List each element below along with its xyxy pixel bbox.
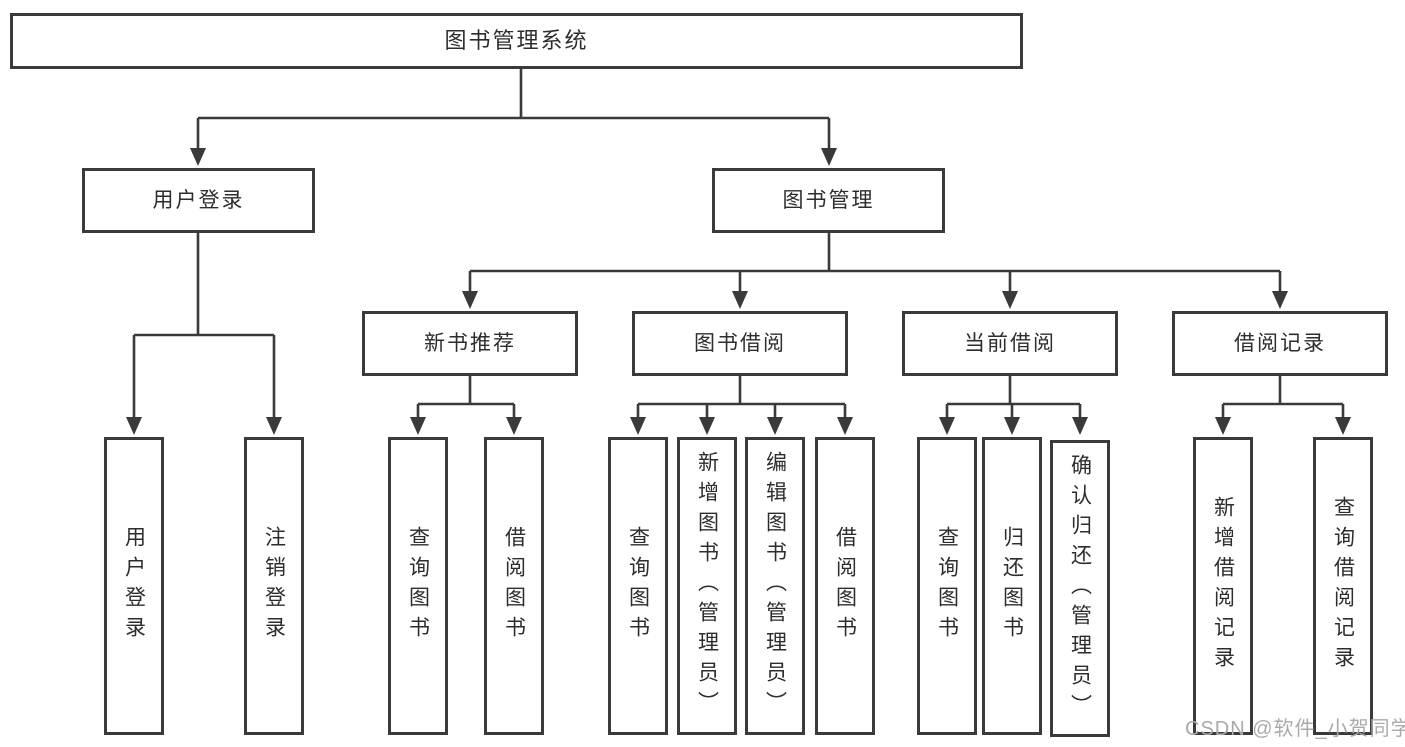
node-rec-borrow-books-label: 借阅图书	[502, 526, 526, 646]
node-user-login-branch-label: 用户登录	[152, 189, 245, 212]
node-br-query-record: 查询借阅记录	[1313, 437, 1373, 735]
node-bb-query-books-label: 查询图书	[626, 526, 650, 646]
node-cb-query-books: 查询图书	[917, 437, 977, 735]
node-cb-confirm-return-label: 确认归还（管理员）	[1068, 453, 1092, 724]
node-current-borrow: 当前借阅	[902, 311, 1118, 376]
node-leaf-logout-label: 注销登录	[262, 526, 286, 646]
node-book-borrow-label: 图书借阅	[694, 332, 786, 355]
node-current-borrow-label: 当前借阅	[964, 332, 1056, 355]
node-rec-borrow-books: 借阅图书	[484, 437, 544, 735]
node-book-borrow: 图书借阅	[632, 311, 848, 376]
node-book-mgmt-branch-label: 图书管理	[782, 189, 875, 212]
node-bb-edit-books-label: 编辑图书（管理员）	[763, 451, 787, 721]
node-cb-return-books: 归还图书	[982, 437, 1042, 735]
node-root: 图书管理系统	[10, 13, 1023, 69]
node-bb-edit-books: 编辑图书（管理员）	[745, 437, 805, 735]
node-bb-add-books-label: 新增图书（管理员）	[695, 451, 719, 721]
node-cb-query-books-label: 查询图书	[935, 526, 959, 646]
node-new-book-rec: 新书推荐	[362, 311, 578, 376]
node-borrow-record-label: 借阅记录	[1234, 332, 1326, 355]
node-cb-return-books-label: 归还图书	[1000, 526, 1024, 646]
node-rec-query-books: 查询图书	[388, 437, 448, 735]
node-br-add-record: 新增借阅记录	[1193, 437, 1253, 735]
node-bb-borrow-books: 借阅图书	[815, 437, 875, 735]
node-leaf-user-login-label: 用户登录	[122, 526, 146, 646]
node-bb-borrow-books-label: 借阅图书	[833, 526, 857, 646]
node-root-label: 图书管理系统	[444, 28, 589, 53]
node-book-mgmt-branch: 图书管理	[712, 168, 945, 233]
node-borrow-record: 借阅记录	[1172, 311, 1388, 376]
node-bb-add-books: 新增图书（管理员）	[677, 437, 737, 735]
node-new-book-rec-label: 新书推荐	[424, 332, 516, 355]
node-user-login-branch: 用户登录	[82, 168, 315, 233]
node-bb-query-books: 查询图书	[608, 437, 668, 735]
node-leaf-logout: 注销登录	[244, 437, 304, 735]
node-leaf-user-login: 用户登录	[104, 437, 164, 735]
node-rec-query-books-label: 查询图书	[406, 526, 430, 646]
node-cb-confirm-return: 确认归还（管理员）	[1050, 440, 1110, 737]
node-br-add-record-label: 新增借阅记录	[1211, 496, 1235, 676]
watermark: CSDN @软件_小贺同学	[1185, 718, 1405, 740]
node-br-query-record-label: 查询借阅记录	[1331, 496, 1355, 676]
